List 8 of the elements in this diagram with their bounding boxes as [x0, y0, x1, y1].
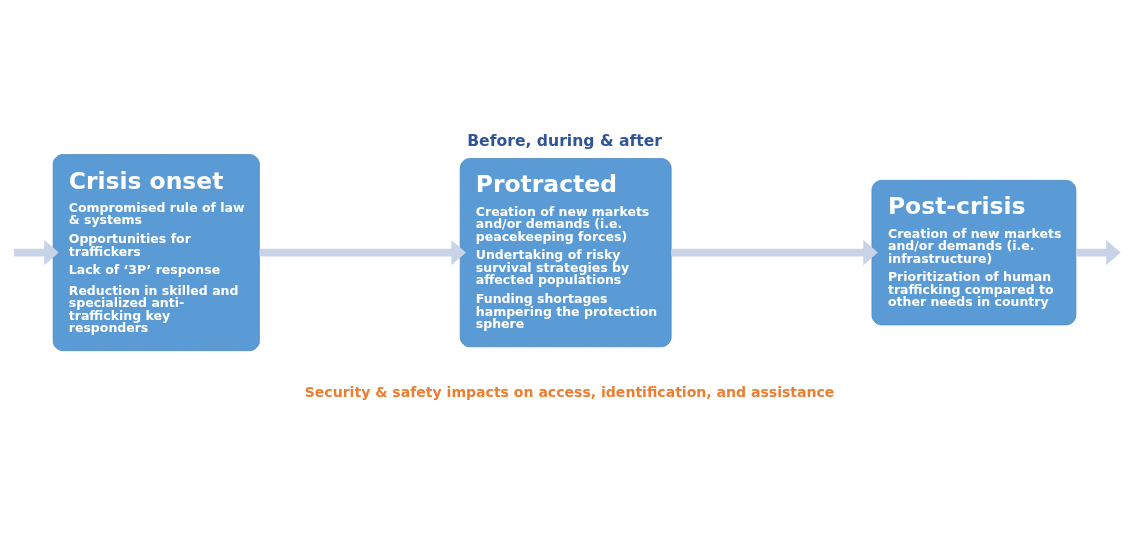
- node-box: Crisis onset Compromised rule of law & systems Opportunities for traffickers Lack of ‘3P’ response Reduction in skilled and specialized anti-trafficking key responders: [52, 154, 260, 352]
- diagram-title: Before, during & after: [467, 131, 663, 150]
- arrow: [259, 239, 466, 266]
- caption: Security & safety impacts on access, identification, and assistance: [304, 384, 835, 401]
- node-box: Protracted Creation of new markets and/or demands (i.e. peacekeeping forces) Undertaking of risky survival strategies by affected populations Funding shortages hampering the protection sphere: [459, 158, 672, 348]
- arrow: [671, 239, 878, 266]
- node-box: Post-crisis Creation of new markets and/or demands (i.e. infrastructure) Prioritization of human trafficking compared to other needs in country: [871, 179, 1077, 326]
- arrow: [1075, 239, 1121, 266]
